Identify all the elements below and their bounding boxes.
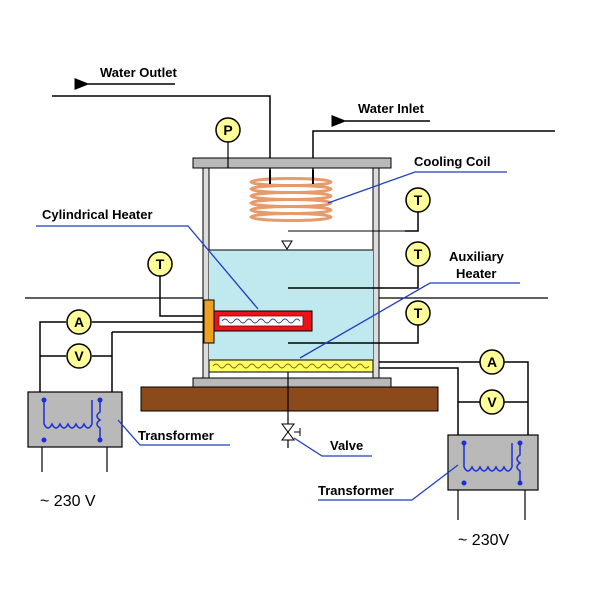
pressure-gauge-symbol: P: [223, 122, 232, 138]
temperature-gauge-1-symbol: T: [414, 192, 423, 208]
left-circuit-wiring: [39, 321, 203, 472]
transformer-right-label: Transformer: [318, 483, 394, 498]
auxiliary-heater-label-line2: Heater: [456, 266, 496, 281]
water-inlet-pipe: [312, 115, 555, 178]
transformer-right: [447, 434, 539, 491]
vessel-left-wall: [202, 167, 210, 379]
pressure-gauge: [215, 117, 241, 143]
vessel-right-wall: [372, 167, 380, 379]
ammeter-right-symbol: A: [487, 354, 497, 370]
ammeter-left: [66, 309, 92, 335]
temp-probe-3-line: [288, 325, 419, 344]
temp-probe-2-line: [288, 266, 419, 289]
auxiliary-heater-leader: [299, 282, 520, 359]
bottom-plate: [192, 377, 392, 388]
water-inlet-label: Water Inlet: [358, 101, 425, 116]
voltage-left-label: ~ 230 V: [40, 493, 96, 510]
drain-valve: [281, 372, 301, 448]
temperature-gauge-3-symbol: T: [414, 305, 423, 321]
auxiliary-heater: [208, 359, 374, 373]
top-plate: [192, 157, 392, 169]
voltmeter-left: [66, 343, 92, 369]
cylindrical-heater-leader: [36, 225, 259, 310]
voltmeter-left-symbol: V: [74, 348, 84, 364]
voltage-right-label: ~ 230V: [458, 532, 509, 549]
cooling-coil-leader: [327, 171, 507, 204]
valve-label: Valve: [330, 438, 363, 453]
temp-probe-heater-line: [159, 276, 203, 317]
temperature-gauge-heater: [147, 251, 173, 277]
temperature-gauge-3: [405, 300, 431, 326]
water-level-marker: [281, 240, 293, 250]
transformer-left-leader: [117, 419, 230, 446]
transformer-left-label: Transformer: [138, 428, 214, 443]
wooden-base: [140, 386, 439, 412]
cooling-coil-label: Cooling Coil: [414, 154, 491, 169]
transformer-left: [27, 391, 123, 448]
transformer-right-leader: [318, 464, 459, 501]
temperature-gauge-1: [405, 187, 431, 213]
voltmeter-right-symbol: V: [487, 394, 497, 410]
water-outlet-label: Water Outlet: [100, 65, 177, 80]
ammeter-right: [479, 349, 505, 375]
ammeter-left-symbol: A: [74, 314, 84, 330]
voltmeter-right: [479, 389, 505, 415]
temperature-gauge-heater-symbol: T: [156, 256, 165, 272]
cylindrical-heater: [203, 299, 313, 344]
temperature-gauge-2: [405, 241, 431, 267]
temperature-gauge-2-symbol: T: [414, 246, 423, 262]
valve-leader: [293, 437, 372, 457]
cooling-coil: [249, 170, 333, 222]
cylindrical-heater-label: Cylindrical Heater: [42, 207, 153, 222]
water-outlet-pipe: [52, 78, 271, 178]
right-circuit-wiring: [379, 361, 529, 520]
auxiliary-heater-label-line1: Auxiliary: [449, 249, 505, 264]
